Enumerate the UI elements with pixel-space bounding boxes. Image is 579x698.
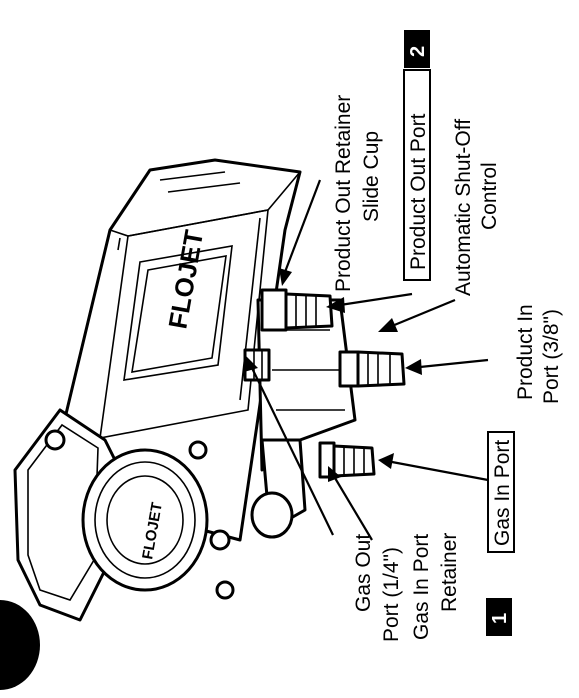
leader-lines: [244, 179, 489, 541]
label-automatic-shutoff: Automatic Shut-Off: [452, 119, 475, 296]
badge-2: 2: [407, 46, 429, 57]
label-product-in: Product In: [514, 304, 537, 400]
label-product-in-size: Port (3/8"): [540, 309, 563, 404]
badge-1: 1: [489, 613, 511, 624]
label-gas-in-retainer: Gas In Port: [410, 534, 433, 640]
product-in-barb: [338, 350, 406, 388]
product-out-barb: [260, 288, 334, 332]
label-product-out-retainer: Product Out Retainer: [332, 95, 355, 292]
label-product-out-port-group: 2 Product Out Port: [403, 30, 431, 281]
label-gas-in-port: Gas In Port: [491, 440, 514, 546]
label-gas-out: Gas Out: [352, 534, 375, 612]
label-control: Control: [478, 162, 501, 230]
motor-end-cap: [13, 408, 235, 622]
label-product-out-port: Product Out Port: [407, 113, 430, 270]
label-gas-out-group: 1: [486, 598, 512, 636]
corner-circle-marker: [0, 600, 40, 690]
port-manifold: [250, 298, 357, 539]
label-retainer: Retainer: [438, 533, 461, 612]
label-slide-cup: Slide Cup: [360, 131, 383, 222]
label-gas-in-port-group: Gas In Port: [487, 431, 515, 553]
label-gas-out-size: Port (1/4"): [380, 547, 403, 642]
